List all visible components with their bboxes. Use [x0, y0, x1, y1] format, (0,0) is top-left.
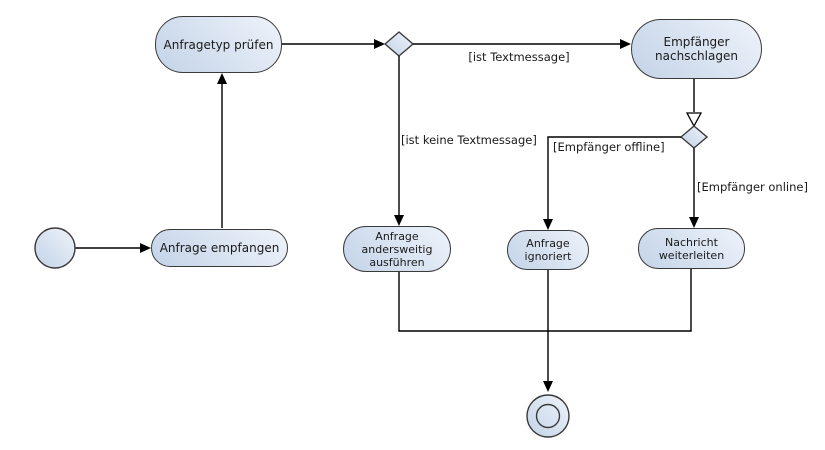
arrowhead	[374, 39, 385, 49]
decision1-diamond	[383, 31, 415, 57]
activity-empfaenger-nachschlagen: Empfänger nachschlagen	[631, 19, 762, 79]
arrowhead	[543, 381, 553, 392]
activity-anfrage-empfangen: Anfrage empfangen	[151, 229, 288, 267]
activity-nachricht-weiterleiten: Nachricht weiterleiten	[638, 228, 745, 269]
open-arrowhead	[685, 112, 703, 128]
arrowhead	[140, 243, 151, 253]
final-node-outer	[526, 394, 570, 438]
initial-node	[34, 227, 76, 269]
guard-empfaenger-online: [Empfänger online]	[697, 180, 808, 194]
activity-anfrage-ignoriert: Anfrage ignoriert	[507, 230, 589, 270]
arrowhead	[217, 73, 227, 84]
edge-empfaenger-offline	[547, 136, 681, 219]
activity-anfragetyp-pruefen: Anfragetyp prüfen	[155, 16, 282, 73]
guard-ist-keine-textmessage: [ist keine Textmessage]	[401, 133, 537, 147]
arrowhead	[394, 215, 404, 226]
final-node-inner	[535, 403, 561, 429]
arrowhead	[689, 217, 699, 228]
guard-empfaenger-offline: [Empfänger offline]	[553, 140, 665, 154]
decision2-diamond	[679, 125, 709, 149]
guard-ist-textmessage: [ist Textmessage]	[468, 50, 570, 64]
arrowhead	[620, 39, 631, 49]
arrowhead	[543, 219, 553, 230]
activity-anfrage-andersweitig-ausfuehren: Anfrage andersweitig ausführen	[343, 226, 451, 272]
